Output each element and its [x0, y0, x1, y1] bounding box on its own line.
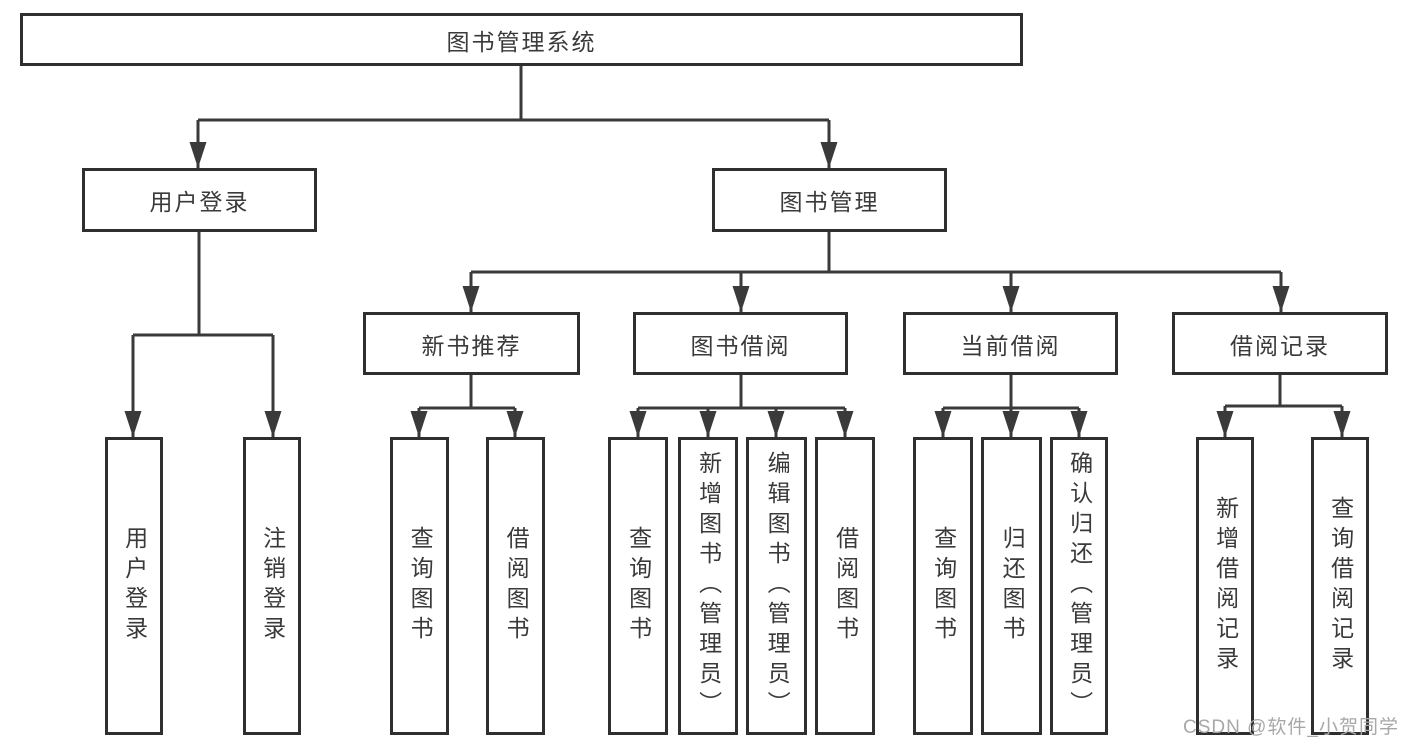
node-current-borrow-label: 当前借阅	[960, 332, 1061, 359]
leaf-query-books-borrow-label: 查询图书	[625, 526, 652, 646]
arrowheads	[124, 142, 1351, 437]
leaf-user-login-label: 用户登录	[121, 526, 148, 646]
leaf-query-books-recommend: 查询图书	[390, 437, 449, 735]
arrow-icon	[629, 411, 647, 437]
leaf-borrow-books-label: 借阅图书	[832, 526, 859, 646]
arrow-icon	[699, 411, 717, 437]
leaf-logout-label: 注销登录	[259, 526, 286, 646]
arrow-icon	[836, 411, 854, 437]
leaf-add-borrow-record: 新增借阅记录	[1196, 437, 1254, 735]
arrow-icon	[820, 142, 838, 168]
node-book-mgmt-label: 图书管理	[779, 189, 880, 215]
leaf-user-login: 用户登录	[105, 437, 163, 735]
leaf-query-borrow-record: 查询借阅记录	[1311, 437, 1369, 735]
node-root-label: 图书管理系统	[446, 28, 597, 55]
leaf-logout: 注销登录	[243, 437, 301, 735]
leaf-confirm-return-admin-label: 确认归还（管理员）	[1066, 451, 1093, 721]
leaf-add-books-admin: 新增图书（管理员）	[678, 437, 738, 735]
arrow-icon	[767, 411, 785, 437]
connector-root	[196, 66, 831, 168]
leaf-borrow-books-recommend-label: 借阅图书	[503, 526, 530, 646]
leaf-return-books-label: 归还图书	[999, 526, 1026, 646]
node-new-book-recommend-label: 新书推荐	[421, 332, 522, 359]
leaf-borrow-books: 借阅图书	[815, 437, 875, 735]
watermark: CSDN @软件_小贺同学	[1183, 717, 1399, 738]
node-book-borrow: 图书借阅	[633, 312, 848, 375]
arrow-icon	[189, 142, 207, 168]
arrow-icon	[462, 286, 480, 312]
node-borrow-records: 借阅记录	[1172, 312, 1388, 375]
leaf-query-borrow-record-label: 查询借阅记录	[1327, 496, 1354, 676]
connector-mgmt	[469, 232, 1283, 312]
arrow-icon	[1272, 286, 1290, 312]
connector-borrow	[636, 375, 847, 437]
leaf-edit-books-admin-label: 编辑图书（管理员）	[764, 451, 791, 721]
leaf-borrow-books-recommend: 借阅图书	[486, 437, 545, 735]
connector-records	[1223, 375, 1344, 437]
node-current-borrow: 当前借阅	[903, 312, 1118, 375]
leaf-query-books-borrow: 查询图书	[608, 437, 668, 735]
arrow-icon	[1002, 286, 1020, 312]
leaf-query-books-current: 查询图书	[913, 437, 973, 735]
leaf-query-books-recommend-label: 查询图书	[407, 526, 434, 646]
leaf-query-books-current-label: 查询图书	[930, 526, 957, 646]
arrow-icon	[1333, 411, 1351, 437]
arrow-icon	[124, 411, 142, 437]
connector-recommend	[417, 375, 517, 437]
arrow-icon	[732, 286, 750, 312]
node-borrow-records-label: 借阅记录	[1230, 332, 1330, 359]
arrow-icon	[264, 411, 282, 437]
node-book-borrow-label: 图书借阅	[690, 332, 791, 359]
leaf-return-books: 归还图书	[981, 437, 1042, 735]
node-root: 图书管理系统	[20, 13, 1023, 66]
leaf-add-borrow-record-label: 新增借阅记录	[1212, 496, 1239, 676]
arrow-icon	[1216, 411, 1234, 437]
connector-login	[131, 232, 275, 437]
leaf-edit-books-admin: 编辑图书（管理员）	[746, 437, 807, 735]
node-user-login-label: 用户登录	[149, 189, 250, 215]
arrow-icon	[1070, 411, 1088, 437]
leaf-add-books-admin-label: 新增图书（管理员）	[695, 451, 722, 721]
node-new-book-recommend: 新书推荐	[363, 312, 580, 375]
node-book-mgmt: 图书管理	[712, 168, 947, 232]
leaf-confirm-return-admin: 确认归还（管理员）	[1050, 437, 1108, 735]
arrow-icon	[1002, 411, 1020, 437]
arrow-icon	[506, 411, 524, 437]
arrow-icon	[410, 411, 428, 437]
arrow-icon	[934, 411, 952, 437]
node-user-login-branch: 用户登录	[82, 168, 317, 232]
